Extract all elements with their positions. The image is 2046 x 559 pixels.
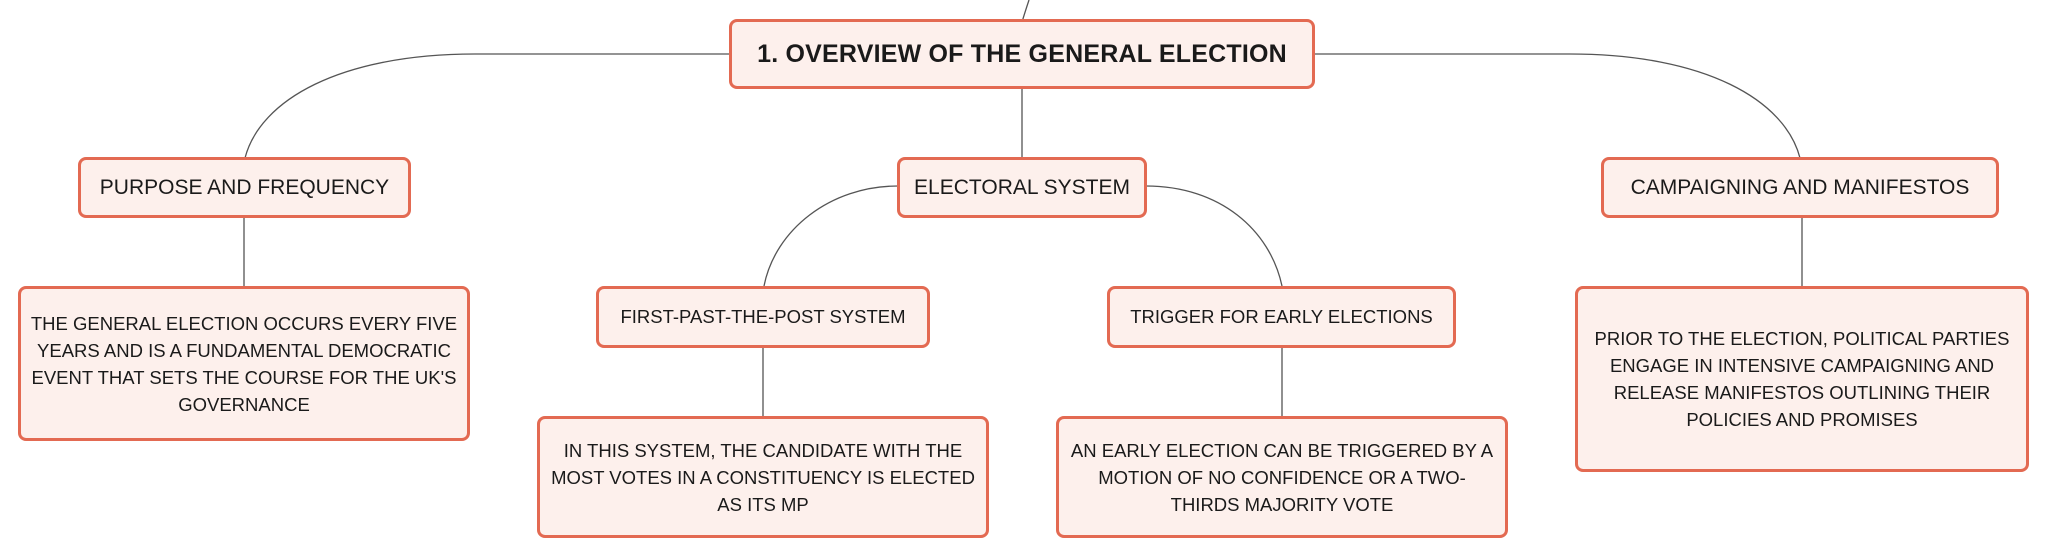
connector-electoral-to-early bbox=[1145, 185, 1283, 287]
connector-electoral-to-fptp bbox=[763, 185, 899, 287]
electoral-system-node[interactable]: ELECTORAL SYSTEM bbox=[897, 157, 1147, 218]
connector-root-to-purpose bbox=[244, 53, 730, 159]
campaigning-detail-text: PRIOR TO THE ELECTION, POLITICAL PARTIES… bbox=[1594, 328, 2010, 430]
fptp-node[interactable]: FIRST-PAST-THE-POST SYSTEM bbox=[596, 286, 930, 348]
purpose-detail-node[interactable]: THE GENERAL ELECTION OCCURS EVERY FIVE Y… bbox=[18, 286, 470, 441]
early-elections-detail-text: AN EARLY ELECTION CAN BE TRIGGERED BY A … bbox=[1070, 439, 1494, 515]
fptp-detail-text: IN THIS SYSTEM, THE CANDIDATE WITH THE M… bbox=[551, 439, 975, 515]
connector-root-to-campaigning bbox=[1314, 53, 1801, 159]
early-elections-node-title: TRIGGER FOR EARLY ELECTIONS bbox=[1130, 306, 1433, 327]
campaigning-node-title: CAMPAIGNING AND MANIFESTOS bbox=[1630, 175, 1970, 199]
root-node[interactable]: 1. OVERVIEW OF THE GENERAL ELECTION bbox=[729, 19, 1315, 89]
campaigning-detail-node[interactable]: PRIOR TO THE ELECTION, POLITICAL PARTIES… bbox=[1575, 286, 2029, 472]
purpose-node[interactable]: PURPOSE AND FREQUENCY bbox=[78, 157, 411, 218]
purpose-node-title: PURPOSE AND FREQUENCY bbox=[99, 175, 390, 199]
campaigning-node[interactable]: CAMPAIGNING AND MANIFESTOS bbox=[1601, 157, 1999, 218]
early-elections-detail-node[interactable]: AN EARLY ELECTION CAN BE TRIGGERED BY A … bbox=[1056, 416, 1508, 538]
fptp-detail-node[interactable]: IN THIS SYSTEM, THE CANDIDATE WITH THE M… bbox=[537, 416, 989, 538]
root-node-title: 1. OVERVIEW OF THE GENERAL ELECTION bbox=[757, 39, 1287, 68]
purpose-detail-text: THE GENERAL ELECTION OCCURS EVERY FIVE Y… bbox=[30, 312, 458, 415]
early-elections-node[interactable]: TRIGGER FOR EARLY ELECTIONS bbox=[1107, 286, 1456, 348]
electoral-system-node-title: ELECTORAL SYSTEM bbox=[914, 175, 1130, 199]
fptp-node-title: FIRST-PAST-THE-POST SYSTEM bbox=[620, 306, 906, 327]
